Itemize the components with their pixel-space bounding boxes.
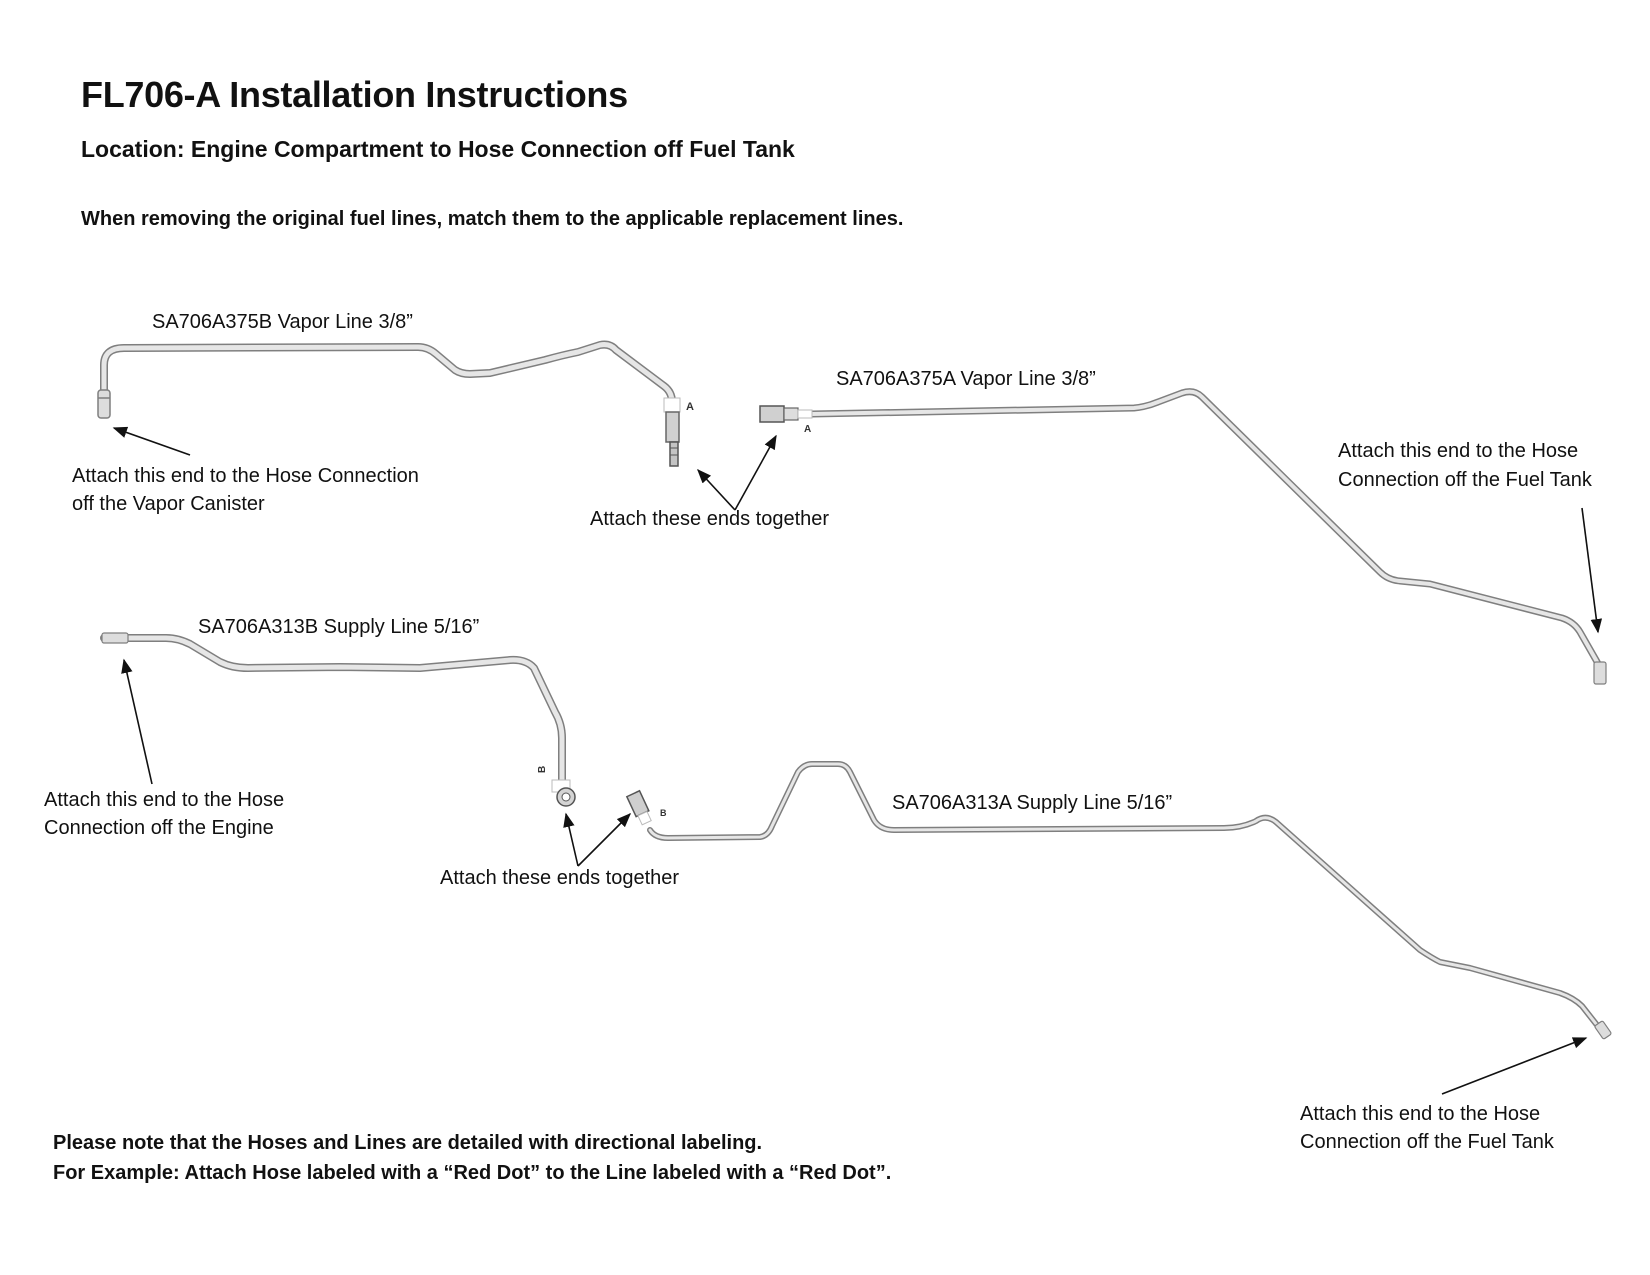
supply-line-b-tag: B	[537, 766, 548, 773]
location-subtitle: Location: Engine Compartment to Hose Con…	[81, 136, 795, 162]
callout-supply-engine-line1: Attach this end to the Hose	[44, 789, 285, 811]
vapor-line-a-tube: A	[759, 388, 1607, 685]
page-title: FL706-A Installation Instructions	[81, 74, 628, 115]
label-supply-line-a: SA706A313A Supply Line 5/16”	[892, 792, 1173, 814]
arrow-supply-join-right	[577, 812, 632, 867]
callout-vapor-join: Attach these ends together	[590, 508, 830, 530]
footer-note-1: Please note that the Hoses and Lines are…	[53, 1132, 763, 1154]
footer-note-2: For Example: Attach Hose labeled with a …	[53, 1162, 892, 1184]
supply-line-a-tag: B	[660, 808, 667, 818]
vapor-line-b-tag: A	[686, 401, 694, 413]
callout-supply-engine-line2: Connection off the Engine	[44, 817, 274, 839]
label-supply-line-b: SA706A313B Supply Line 5/16”	[198, 616, 480, 638]
callout-supply-fuel-tank: Attach this end to the Hose Connection o…	[1300, 1100, 1554, 1156]
vapor-line-b-tube: A	[97, 340, 694, 467]
callout-vapor-fuel-tank: Attach this end to the Hose Connection o…	[1338, 437, 1592, 495]
supply-line-b-tube: B	[100, 632, 576, 807]
intro-instruction: When removing the original fuel lines, m…	[81, 208, 904, 230]
callout-vapor-canister-line1: Attach this end to the Hose Connection	[72, 465, 419, 487]
supply-line-a-tube: B	[625, 761, 1612, 1040]
arrow-supply-fuel-tank	[1441, 1037, 1588, 1095]
arrow-vapor-join-right	[734, 434, 777, 511]
callout-vapor-fuel-tank-line2: Connection off the Fuel Tank	[1338, 469, 1592, 491]
callout-supply-fuel-tank-line1: Attach this end to the Hose	[1300, 1103, 1541, 1125]
arrow-vapor-fuel-tank	[1581, 507, 1603, 634]
callout-supply-fuel-tank-line2: Connection off the Fuel Tank	[1300, 1131, 1554, 1153]
callout-supply-engine: Attach this end to the Hose Connection o…	[44, 786, 284, 842]
vapor-line-a-tag: A	[804, 424, 811, 435]
label-vapor-line-a: SA706A375A Vapor Line 3/8”	[836, 368, 1096, 390]
arrow-vapor-join-left	[697, 468, 736, 511]
callout-vapor-canister-line2: off the Vapor Canister	[72, 493, 265, 515]
callout-vapor-canister: Attach this end to the Hose Connection o…	[72, 462, 419, 518]
label-vapor-line-b: SA706A375B Vapor Line 3/8”	[152, 311, 413, 333]
arrow-supply-engine	[121, 658, 153, 785]
callout-vapor-fuel-tank-line1: Attach this end to the Hose	[1338, 440, 1579, 462]
callout-supply-join: Attach these ends together	[440, 867, 680, 889]
arrow-supply-join-left	[563, 812, 579, 867]
arrow-vapor-canister	[112, 426, 191, 456]
